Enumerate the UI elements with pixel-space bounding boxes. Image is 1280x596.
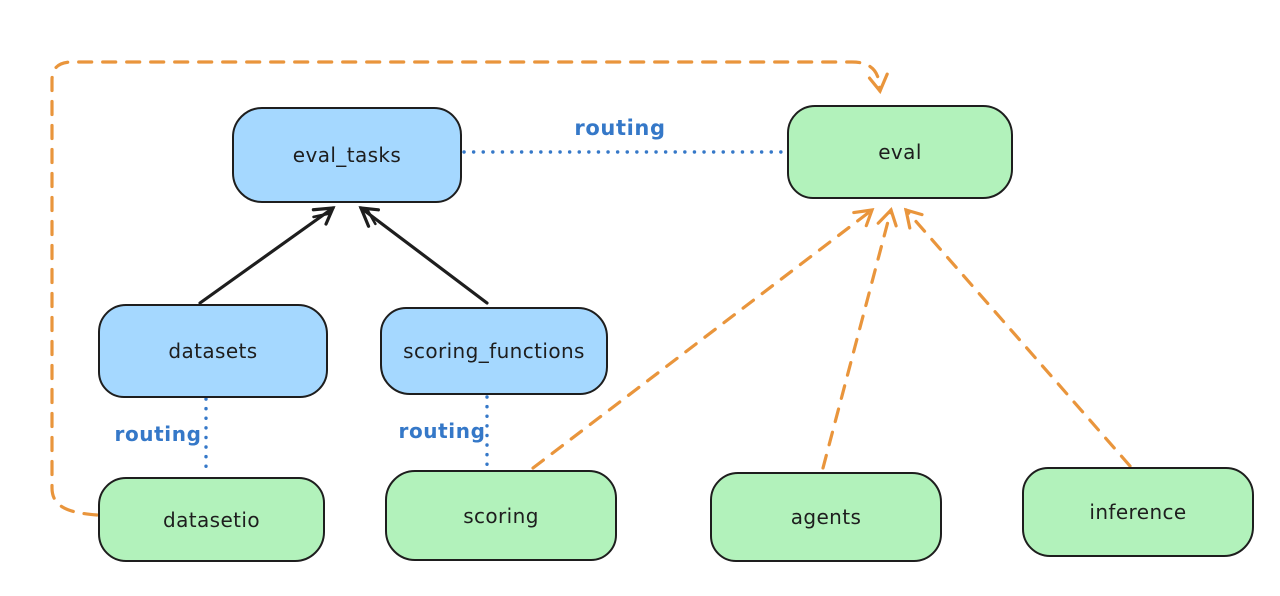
- node-label: agents: [790, 505, 862, 529]
- node-label: eval: [878, 140, 922, 164]
- node-label: inference: [1089, 500, 1187, 524]
- node-agents: agents: [710, 472, 942, 562]
- edge-agents-to-eval: [821, 206, 898, 470]
- node-label: scoring_functions: [403, 339, 585, 363]
- node-label: datasetio: [162, 507, 260, 532]
- node-label: scoring: [463, 503, 539, 528]
- node-label: datasets: [168, 339, 258, 363]
- routing-label-scoring-functions-scoring: routing: [398, 419, 486, 443]
- node-eval-tasks: eval_tasks: [232, 107, 462, 203]
- node-scoring: scoring: [385, 470, 617, 561]
- node-datasets: datasets: [98, 304, 328, 398]
- node-datasetio: datasetio: [98, 477, 325, 562]
- routing-label-datasets-datasetio: routing: [114, 422, 202, 446]
- edge-datasetio-to-eval: [50, 60, 889, 517]
- edge-inference-to-eval: [903, 207, 1132, 468]
- node-inference: inference: [1022, 467, 1254, 557]
- edge-scoring-functions-to-eval-tasks: [358, 206, 489, 305]
- routing-label-eval-tasks-eval: routing: [574, 116, 666, 140]
- node-scoring-functions: scoring_functions: [380, 307, 608, 395]
- node-label: eval_tasks: [292, 143, 402, 167]
- edge-datasets-to-eval-tasks: [198, 206, 336, 305]
- node-eval: eval: [787, 105, 1013, 199]
